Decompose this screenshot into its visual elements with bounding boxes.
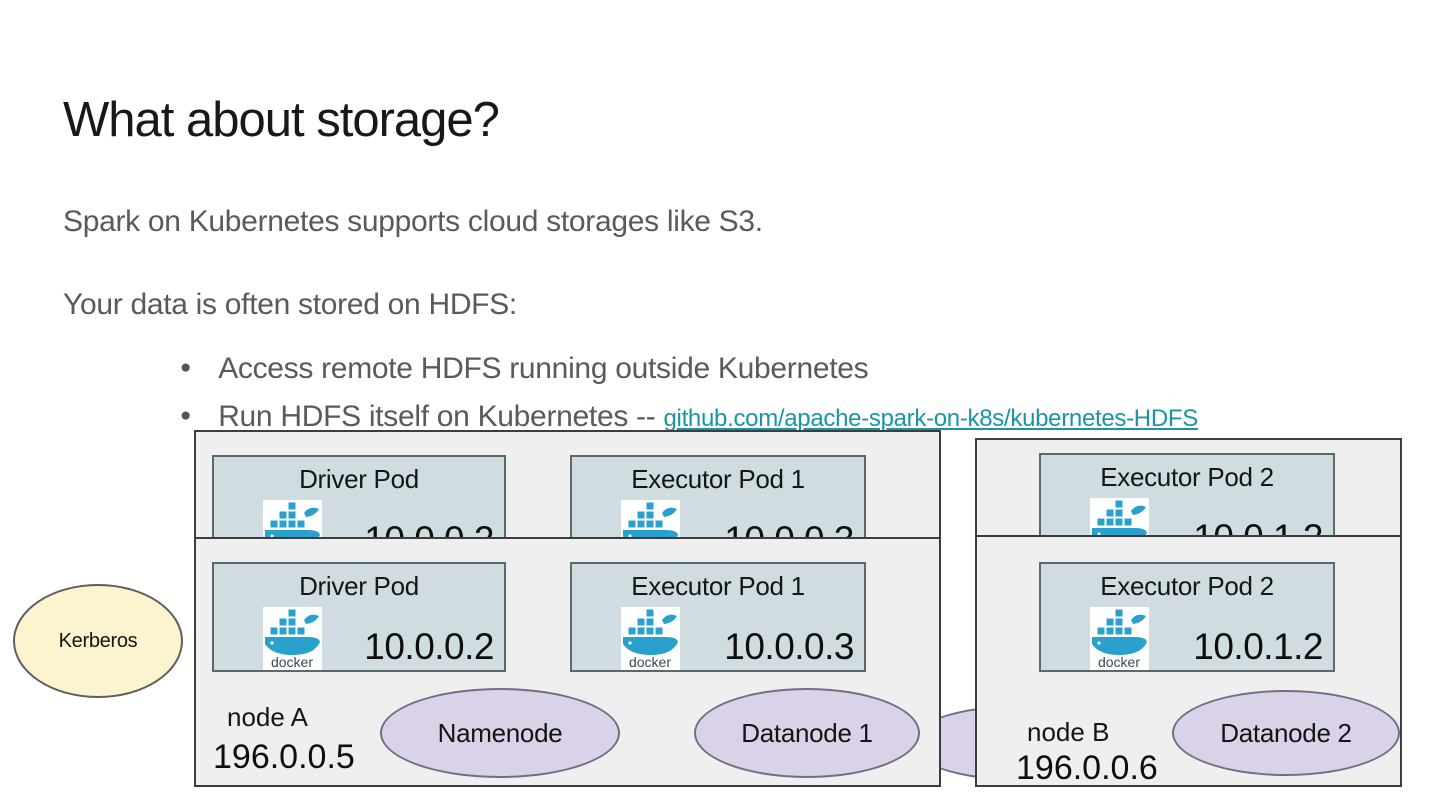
executor-pod-1: Executor Pod 1 docker 10.0.0.3	[570, 562, 866, 672]
driver-pod: Driver Pod docker 10.0.0.2	[212, 562, 506, 672]
kerberos-ellipse: Kerberos	[13, 584, 183, 698]
bullet-1-text: Access remote HDFS running outside Kuber…	[218, 352, 869, 385]
docker-icon: docker	[1090, 607, 1149, 670]
datanode-1-ellipse: Datanode 1	[694, 688, 920, 778]
namenode-ellipse: Namenode	[380, 688, 620, 778]
node-b-name: node B	[1027, 717, 1110, 747]
executor-pod-2: Executor Pod 2 docker 10.0.1.2	[1039, 562, 1335, 672]
node-a-ip: 196.0.0.5	[213, 738, 355, 776]
node-a-name: node A	[227, 702, 308, 732]
datanode-2-label: Datanode 2	[1220, 717, 1352, 748]
pod-ip: 10.0.0.2	[364, 626, 494, 667]
kerberos-label: Kerberos	[58, 629, 138, 652]
intro-line-1: Spark on Kubernetes supports cloud stora…	[63, 205, 763, 238]
pod-ip: 10.0.0.3	[724, 626, 854, 667]
docker-wordmark: docker	[629, 654, 671, 670]
kubernetes-hdfs-link[interactable]: github.com/apache-spark-on-k8s/kubernete…	[663, 405, 1198, 432]
bullet-item-2: ● Run HDFS itself on Kubernetes -- github…	[180, 400, 1198, 434]
pod-title: Executor Pod 1	[631, 464, 805, 494]
pod-title: Executor Pod 1	[631, 571, 805, 601]
bullet-item-1: ● Access remote HDFS running outside Kube…	[180, 352, 869, 386]
pod-title: Executor Pod 2	[1100, 462, 1274, 492]
pod-ip: 10.0.1.2	[1193, 626, 1323, 667]
bullet-2-text: Run HDFS itself on Kubernetes --	[218, 400, 664, 433]
pod-title: Driver Pod	[299, 464, 419, 494]
pod-title: Driver Pod	[299, 571, 419, 601]
intro-line-2: Your data is often stored on HDFS:	[63, 288, 517, 321]
docker-icon: docker	[621, 607, 680, 670]
pod-title: Executor Pod 2	[1100, 571, 1274, 601]
bullet-dot-icon: ●	[180, 357, 192, 378]
datanode-2-ellipse: Datanode 2	[1172, 690, 1400, 776]
bullet-dot-icon: ●	[180, 405, 192, 426]
node-b-ip: 196.0.0.6	[1016, 749, 1158, 787]
docker-wordmark: docker	[1098, 654, 1140, 670]
docker-wordmark: docker	[271, 654, 313, 670]
namenode-label: Namenode	[437, 717, 563, 748]
slide-title: What about storage?	[63, 93, 500, 147]
docker-icon: docker	[263, 607, 322, 670]
datanode-1-label: Datanode 1	[741, 717, 873, 748]
